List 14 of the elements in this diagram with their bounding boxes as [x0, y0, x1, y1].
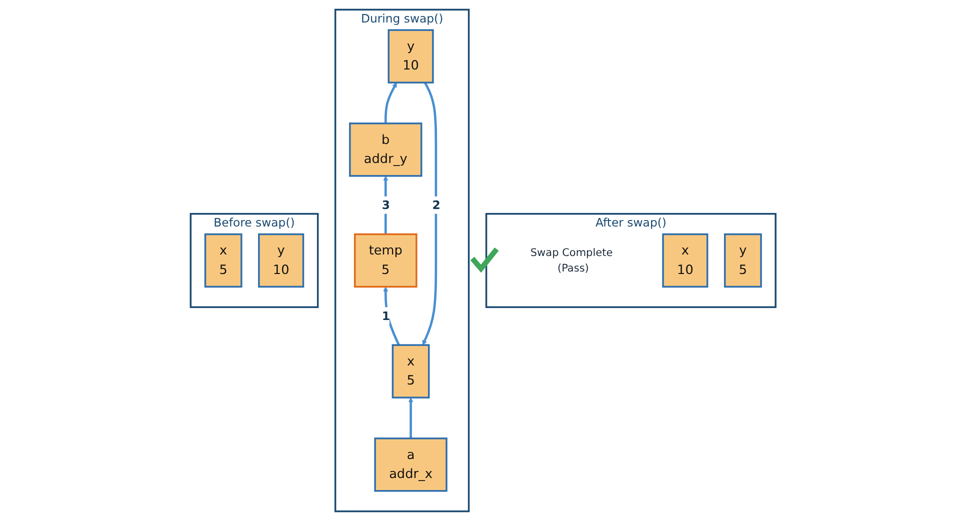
arrow [422, 82, 437, 346]
node-box: x 10 [662, 233, 708, 288]
node-box: x 5 [392, 344, 430, 398]
node-box: temp 5 [354, 233, 418, 288]
node-box: b addr_y [348, 122, 422, 177]
node-box: a addr_x [374, 438, 448, 492]
node-box: y 10 [258, 233, 304, 288]
arrow [408, 397, 414, 438]
node-box: y 10 [388, 29, 434, 84]
node-text: Swap Complete (Pass) [530, 246, 613, 274]
arrow [384, 82, 397, 124]
arrow [382, 286, 400, 346]
node-box: x 5 [204, 233, 242, 288]
node-box: y 5 [724, 233, 762, 288]
